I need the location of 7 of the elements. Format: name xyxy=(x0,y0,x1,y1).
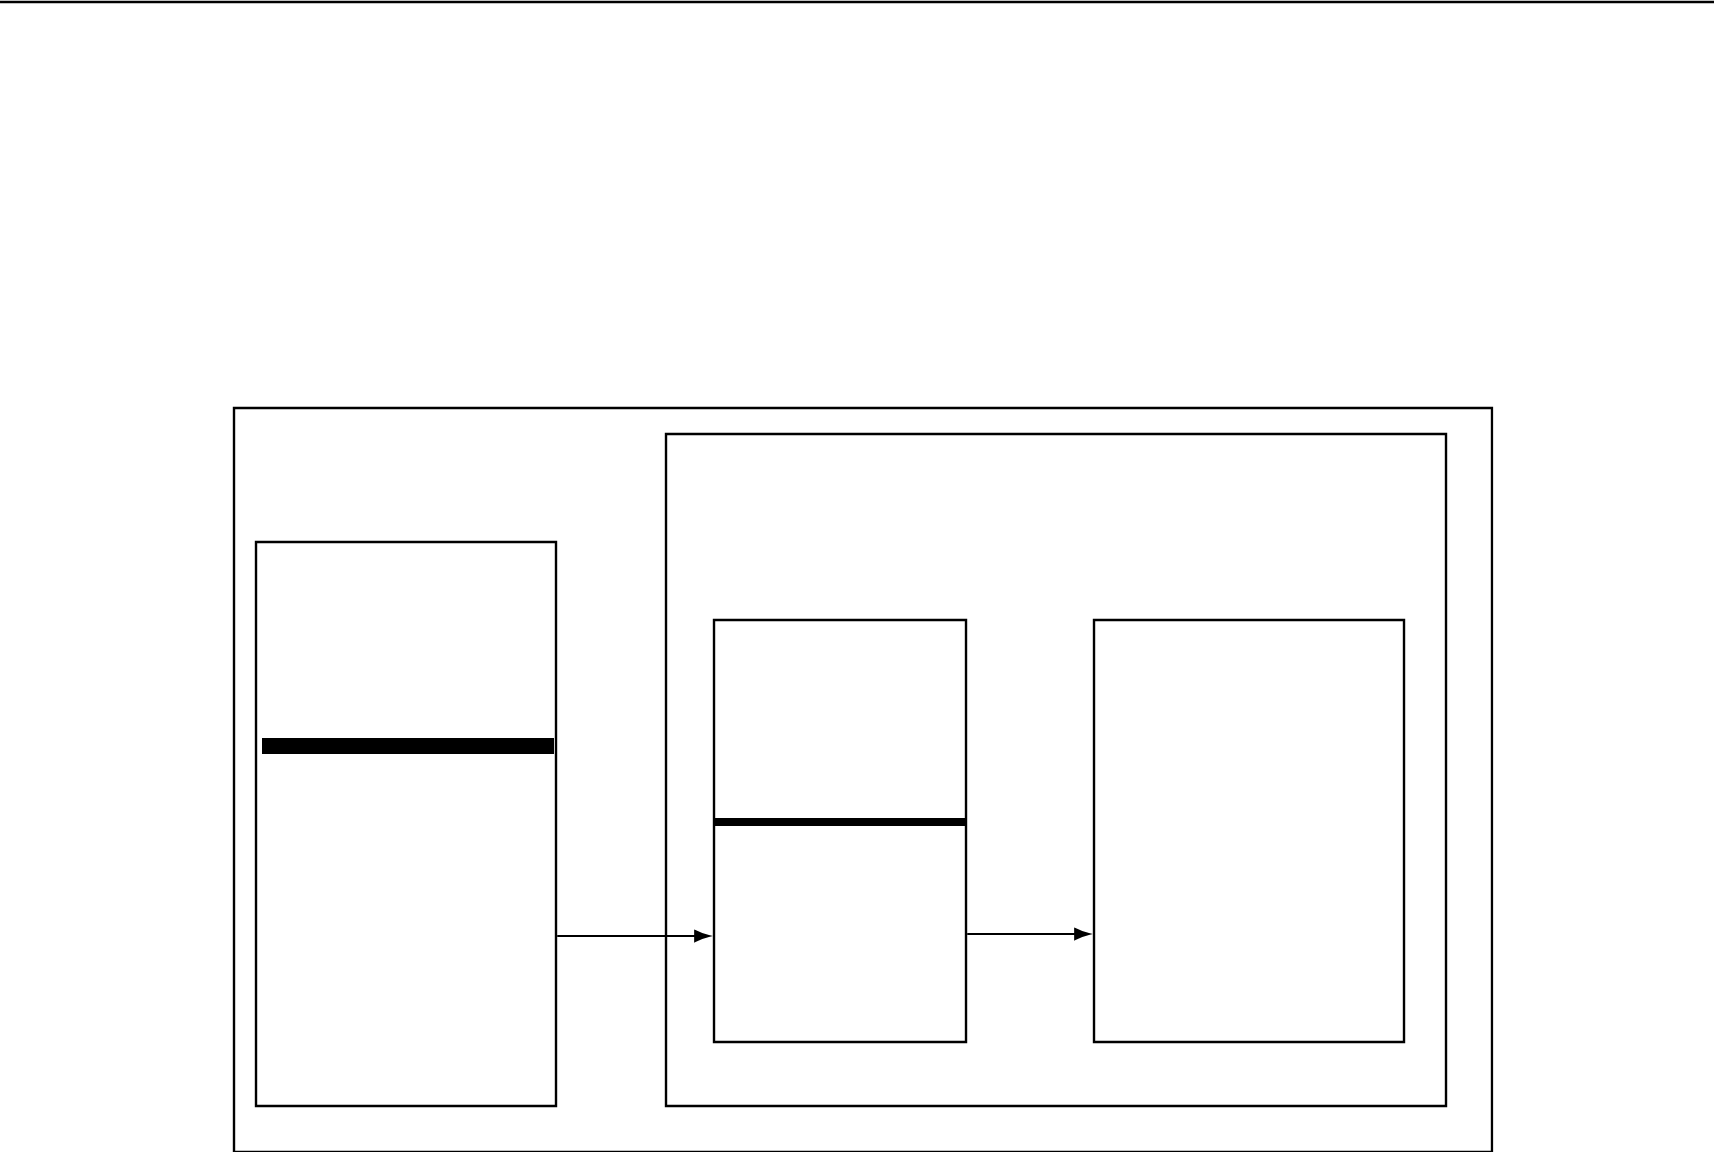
box xyxy=(664,432,1448,1108)
box xyxy=(232,406,1494,1152)
arrow xyxy=(966,928,1090,941)
box xyxy=(712,618,968,1044)
arrow xyxy=(556,930,710,943)
box xyxy=(254,540,558,1108)
box xyxy=(1092,618,1406,1044)
